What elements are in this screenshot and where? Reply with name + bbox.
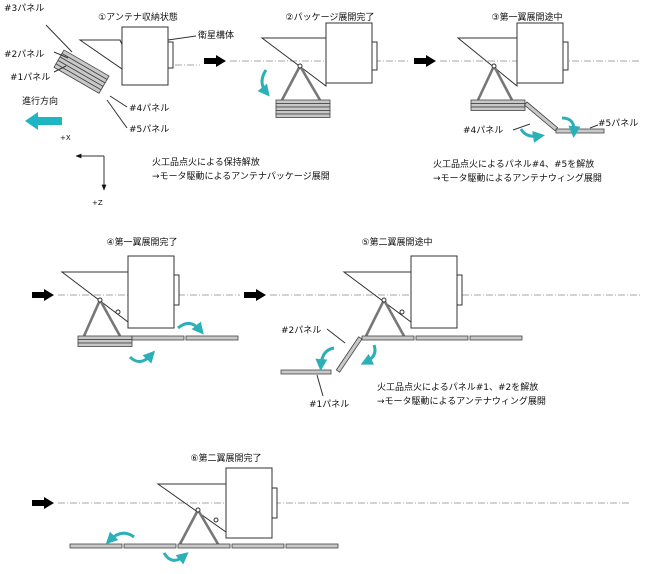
flow-arrow-5 (244, 289, 266, 301)
panel-4-deployed (231, 543, 285, 549)
label-panel3: #3パネル (4, 3, 44, 14)
step-3-note-line2: →モータ駆動によるアンテナウィング展開 (433, 172, 602, 184)
step-6-second-wing-deployed: ⑥第二翼展開完了 (32, 452, 630, 565)
step-1-title: ①アンテナ収納状態 (98, 11, 178, 23)
panel-4-deployed (131, 335, 185, 341)
stacked-panels (470, 99, 526, 111)
step-1-note-line2: →モータ駆動によるアンテナパッケージ展開 (152, 171, 330, 182)
rotation-arrow (561, 116, 581, 138)
satellite-body (127, 255, 175, 329)
deploy-strut (492, 65, 514, 101)
rotation-arrow (519, 128, 545, 143)
satellite-body (121, 26, 169, 86)
leader-panel1 (316, 374, 324, 397)
satellite-body (225, 467, 273, 539)
step-4-title: ④第一翼展開完了 (106, 236, 177, 248)
satellite-flange (371, 41, 378, 71)
satellite-flange (167, 41, 174, 69)
leader-panel5 (106, 99, 128, 129)
stowed-panel-stack (53, 49, 110, 94)
satellite-body (410, 255, 458, 329)
rotation-arrow (257, 69, 270, 97)
label-panel4: #4パネル (463, 125, 503, 136)
rotation-arrow (177, 321, 204, 335)
panel-4-unfolding (523, 101, 559, 132)
flow-arrow-2 (204, 55, 226, 67)
step-1-note-line1: 火工品点火による保持解放 (152, 156, 260, 168)
satellite-flange (562, 41, 569, 71)
panel-4-deployed (415, 335, 469, 341)
panel-5-unfolding (555, 128, 605, 134)
stacked-panels (275, 99, 331, 118)
leader-body (167, 35, 197, 41)
panel-3-deployed (177, 543, 231, 549)
travel-direction-arrow (25, 112, 62, 130)
step-5-second-wing-deploying: ⑤第二翼展開途中 #2パネル #1パネル 火工品点火によるパネル#1、#2を解放… (244, 236, 640, 410)
leader-panel2 (326, 328, 346, 344)
step-6-title: ⑥第二翼展開完了 (190, 452, 261, 464)
panel-3-deployed (361, 335, 415, 341)
step-3-title: ③第一翼展開途中 (491, 11, 562, 23)
panel-5-deployed (185, 335, 239, 341)
label-plus-x: +X (60, 134, 71, 142)
label-panel1: #1パネル (309, 399, 349, 410)
panel-1-unfolding (280, 369, 332, 375)
satellite-body (325, 22, 373, 84)
leader-panel5 (589, 124, 599, 129)
deploy-strut (82, 299, 102, 337)
leader-panel4 (109, 95, 128, 108)
step-2-title: ②パッケージ展開完了 (286, 11, 375, 23)
step-5-title: ⑤第二翼展開途中 (361, 236, 432, 248)
label-panel2: #2パネル (281, 325, 321, 336)
leader-panel1 (53, 65, 67, 73)
deploy-strut (298, 65, 322, 101)
panel-1-deployed (69, 543, 123, 549)
deploy-strut (196, 509, 220, 545)
label-panel5: #5パネル (129, 124, 169, 135)
satellite-body (516, 22, 564, 84)
rotation-arrow (128, 350, 156, 364)
deploy-strut (364, 299, 386, 337)
deploy-strut (98, 299, 122, 337)
rotation-arrow (360, 344, 377, 365)
label-panel4: #4パネル (129, 103, 169, 114)
label-panel2: #2パネル (4, 49, 44, 60)
step-5-note-line1: 火工品点火によるパネル#1、#2を解放 (377, 381, 538, 393)
satellite-flange (271, 487, 278, 519)
deploy-strut (280, 65, 302, 101)
step-1-stowed: ①アンテナ収納状態 #3パネル #2パネル #1パネル #4パネル #5パネル … (4, 3, 330, 207)
satellite-flange (173, 274, 180, 306)
deploy-strut (476, 65, 496, 101)
antenna-mount (156, 483, 227, 533)
flow-arrow-6 (32, 497, 54, 509)
antenna-mount (60, 271, 129, 324)
step-5-note-line2: →モータ駆動によるアンテナウィング展開 (377, 395, 546, 407)
rotation-arrow (105, 531, 135, 545)
label-satellite-body: 衛星構体 (198, 29, 234, 41)
step-3-note-line1: 火工品点火によるパネル#4、#5を解放 (433, 158, 594, 170)
deploy-strut (382, 299, 406, 337)
step-4-first-wing-deployed: ④第一翼展開完了 (32, 236, 240, 364)
label-panel1: #1パネル (10, 72, 50, 83)
step-3-first-wing-deploying: ③第一翼展開途中 #4パネル #5パネル 火工品点火によるパネル#4、#5を解放… (414, 11, 640, 184)
panel-2-unfolding (335, 336, 363, 373)
panel-5-deployed (469, 335, 523, 341)
rotation-arrow (162, 552, 189, 565)
panel-5-deployed (285, 543, 339, 549)
leader-panel4 (512, 123, 531, 131)
panel-2-deployed (123, 543, 177, 549)
satellite-flange (456, 274, 463, 306)
label-plus-z: +Z (92, 199, 103, 207)
flow-arrow-3 (414, 55, 436, 67)
rotation-arrow (315, 346, 335, 371)
flow-arrow-4 (32, 289, 54, 301)
label-travel-direction: 進行方向 (22, 95, 58, 107)
stacked-panels (77, 335, 133, 347)
label-panel5: #5パネル (598, 118, 638, 129)
step-2-package-deployed: ②パッケージ展開完了 (204, 11, 408, 118)
leader-panel2 (53, 51, 69, 59)
deploy-strut (178, 509, 200, 545)
leader-panel3 (45, 24, 73, 53)
